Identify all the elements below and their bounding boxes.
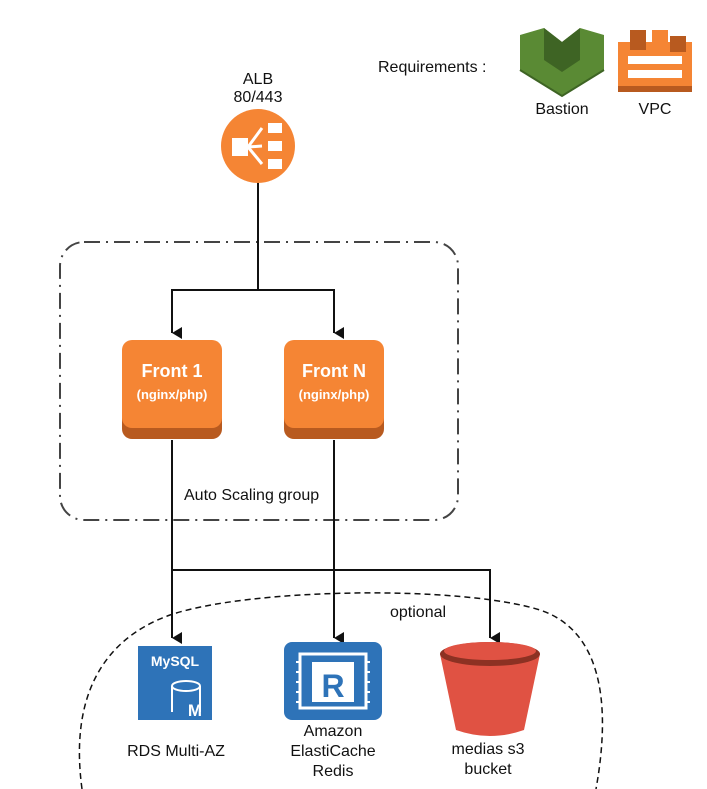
frontn-box [284,340,384,439]
elasticache-redis-icon: R [284,642,382,720]
redis-icon-letter: R [321,668,344,704]
front1-title: Front 1 [141,361,203,381]
load-balancer-icon [221,109,295,183]
front1-subtitle: (nginx/php) [136,387,208,402]
front1-box [122,340,222,439]
frontn-title: Front N [302,361,366,381]
bastion-label: Bastion [535,101,589,118]
auto-scaling-group-label: Auto Scaling group [184,487,320,504]
s3-label-line1: medias s3 [451,741,525,758]
redis-label-line1: Amazon [303,723,363,740]
optional-boundary [78,592,604,789]
mysql-database-icon: MySQL M [138,646,212,720]
s3-bucket-icon [440,642,540,736]
s3-label-line2: bucket [464,761,512,778]
mysql-icon-letter: M [188,701,202,720]
redis-label-line2: ElastiCache [290,743,376,760]
bastion-icon [519,28,605,98]
redis-label-line3: Redis [312,763,354,780]
auto-scaling-group-boundary [59,241,459,521]
connectors [171,182,500,644]
vpc-icon [618,30,692,92]
alb-ports-label: 80/443 [233,89,283,106]
mysql-icon-text: MySQL [151,653,200,669]
split-to-front1-line [171,289,258,339]
frontn-subtitle: (nginx/php) [298,387,370,402]
alb-name-label: ALB [242,71,274,88]
optional-label: optional [390,604,447,621]
bus-to-s3-line [172,569,500,644]
vpc-label: VPC [638,101,672,118]
requirements-label: Requirements : [378,59,487,76]
rds-label: RDS Multi-AZ [127,743,225,760]
split-to-frontn-line [258,289,344,339]
